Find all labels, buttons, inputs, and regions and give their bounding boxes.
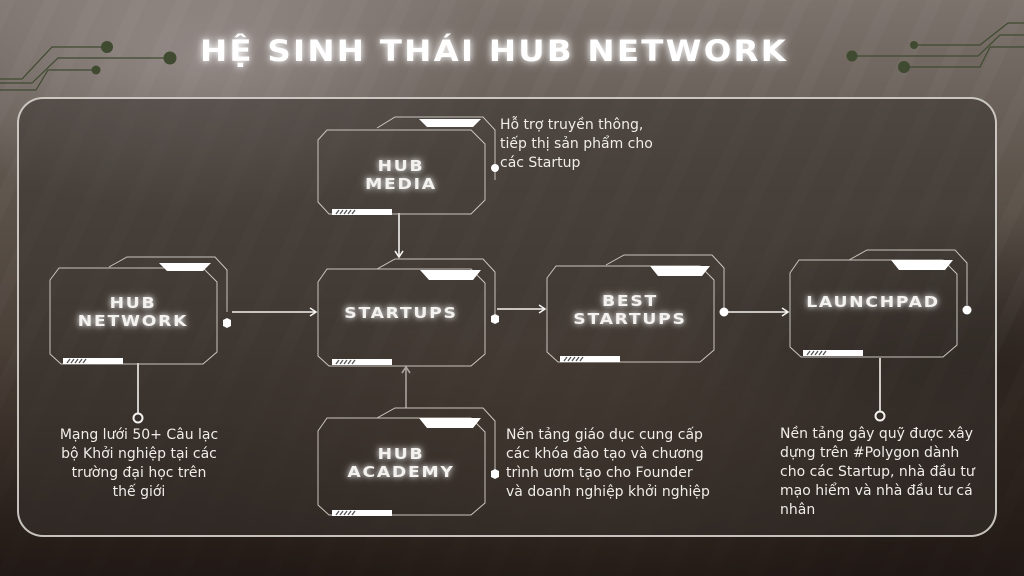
node-hub-academy: HUB ACADEMY	[317, 407, 499, 516]
card-frame-icon	[317, 407, 499, 516]
node-best-startups: BEST STARTUPS	[546, 254, 729, 363]
node-hub-network: HUB NETWORK	[49, 256, 231, 365]
node-label: STARTUPS	[344, 304, 458, 322]
node-hub-media: HUB MEDIA	[317, 116, 499, 216]
desc-launchpad: Nền tảng gây quỹ được xây dựng trên #Pol…	[780, 426, 975, 518]
card-frame-icon	[317, 116, 499, 215]
desc-hub-network: Mạng lưới 50+ Câu lạc bộ Khởi nghiệp tại…	[59, 427, 219, 500]
desc-hub-academy: Nền tảng giáo dục cung cấp các khóa đào …	[506, 427, 710, 500]
node-label: LAUNCHPAD	[806, 293, 940, 311]
card-frame-icon	[49, 256, 231, 365]
node-label: HUB MEDIA	[365, 157, 437, 193]
node-label: BEST STARTUPS	[573, 292, 687, 328]
node-label: HUB NETWORK	[77, 294, 189, 330]
desc-hub-media: Hỗ trợ truyền thông, tiếp thị sản phẩm c…	[500, 117, 653, 171]
node-label: HUB ACADEMY	[347, 445, 455, 481]
page-title: HỆ SINH THÁI HUB NETWORK	[200, 34, 789, 68]
diagram-panel	[17, 97, 997, 537]
card-frame-icon	[789, 249, 972, 358]
node-startups: STARTUPS	[317, 258, 499, 367]
card-frame-icon	[317, 258, 499, 367]
circuit-decoration-left	[0, 41, 177, 91]
card-frame-icon	[546, 254, 729, 363]
launchpad-desc-dot	[874, 410, 886, 422]
circuit-decoration-right	[846, 22, 1024, 73]
node-launchpad: LAUNCHPAD	[789, 249, 972, 358]
hubnetwork-desc-dot	[132, 412, 144, 424]
